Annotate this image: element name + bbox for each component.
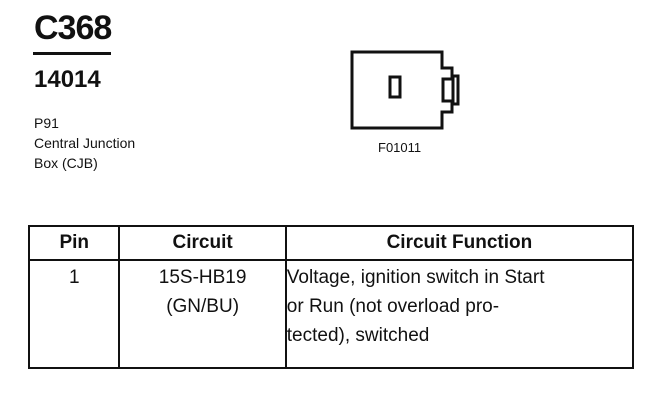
pin-number: 1 — [68, 267, 80, 288]
header-pin: Pin — [27, 225, 121, 261]
figure-code: F01011 — [378, 140, 422, 155]
function-line-2: or Run (not overload pro- — [286, 296, 500, 317]
location-line-2: Central Junction — [34, 135, 136, 151]
location-line-1: P91 — [34, 115, 59, 131]
cell-circuit-function: Voltage, ignition switch in Start or Run… — [284, 259, 635, 369]
header-circuit-function: Circuit Function — [284, 225, 635, 261]
connector-pin-cavity — [441, 77, 455, 103]
circuit-wire-color: (GN/BU) — [166, 296, 240, 317]
title-underline — [33, 52, 111, 55]
connector-body-outline — [350, 50, 460, 130]
table-row: 1 15S-HB19 (GN/BU) Voltage, ignition swi… — [27, 259, 635, 369]
function-line-3: tected), switched — [286, 325, 430, 346]
part-number: 14014 — [34, 66, 101, 93]
pin-table: Pin Circuit Circuit Function 1 15S-HB19 … — [27, 225, 635, 369]
cell-pin: 1 — [27, 259, 121, 369]
connector-id-title: C368 — [34, 9, 112, 47]
connector-latch-slot — [388, 75, 402, 99]
connector-location: P91 Central Junction Box (CJB) — [34, 113, 135, 173]
connector-face-icon — [350, 50, 460, 130]
cell-circuit: 15S-HB19 (GN/BU) — [118, 259, 287, 369]
pin-table-header-row: Pin Circuit Circuit Function — [27, 225, 635, 261]
location-line-3: Box (CJB) — [34, 155, 98, 171]
circuit-code: 15S-HB19 — [158, 267, 247, 288]
header-circuit: Circuit — [118, 225, 287, 261]
function-line-1: Voltage, ignition switch in Start — [286, 267, 545, 288]
